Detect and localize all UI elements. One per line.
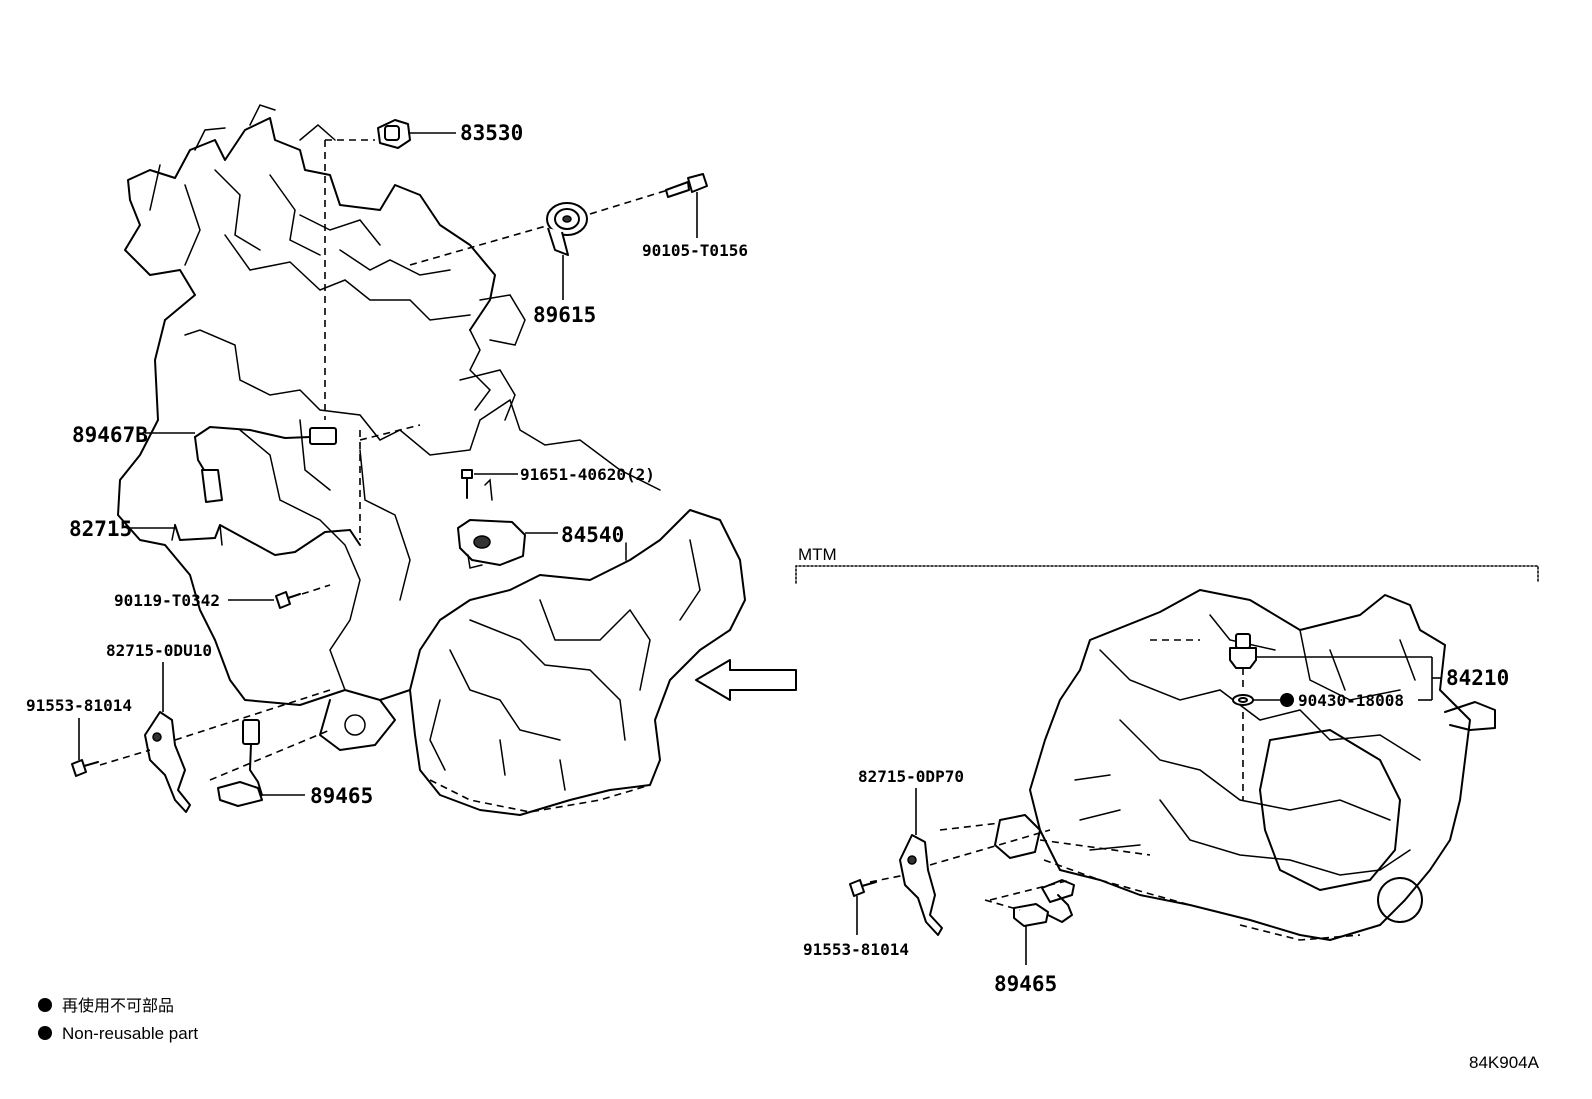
label-84540: 84540 [561,523,624,547]
legend: 再使用不可部品 Non-reusable part [38,996,198,1043]
label-82715-0du10: 82715-0DU10 [106,641,212,660]
part-89465-oxygen-sensor-right [984,879,1075,965]
label-90105-t0156: 90105-T0156 [642,241,748,260]
part-84540-neutral-start-switch [457,519,627,569]
mtm-label: MTM [798,545,837,564]
figure-code: 84K904A [1469,1053,1540,1072]
label-82715-0dp70: 82715-0DP70 [858,767,964,786]
legend-line-japanese: 再使用不可部品 [62,996,174,1015]
part-90430-18008-gasket [1232,693,1294,707]
part-82715-0du10-bracket [99,662,331,813]
label-91651-40620: 91651-40620(2) [520,465,655,484]
legend-bullet-icon-1 [38,998,52,1012]
label-84210: 84210 [1446,666,1509,690]
label-89465-left: 89465 [310,784,373,808]
label-83530: 83530 [460,121,523,145]
view-arrow-icon [695,659,797,701]
part-83530-oil-pressure-switch [377,119,456,149]
engine-transaxle-illustration [117,104,746,816]
label-89615: 89615 [533,303,596,327]
label-90119-t0342: 90119-T0342 [114,591,220,610]
part-82715-wire-harness [130,524,361,556]
legend-bullet-icon-2 [38,1026,52,1040]
part-84210-back-up-lamp-switch [1229,633,1442,800]
part-89615-knock-sensor [409,189,669,300]
legend-line-english: Non-reusable part [62,1024,198,1043]
part-91553-81014-bolt-left [71,718,99,777]
manual-transmission-illustration [939,589,1496,941]
part-89465-oxygen-sensor-left [209,719,331,807]
part-91651-40620-bolt [461,469,518,501]
part-89467b-air-fuel-ratio-sensor [145,426,337,503]
part-91553-81014-bolt-right [849,879,877,935]
label-91553-81014-right: 91553-81014 [803,940,909,959]
non-reusable-marker [1280,693,1294,707]
label-82715: 82715 [69,517,132,541]
mtm-bracket [795,565,1539,584]
label-89467b: 89467B [72,423,148,447]
label-89465-right: 89465 [994,972,1057,996]
label-91553-81014-left: 91553-81014 [26,696,132,715]
part-90119-t0342-bolt [228,584,331,609]
label-90430-18008: 90430-18008 [1298,691,1404,710]
part-82715-0dp70-bracket [869,788,1051,936]
part-90105-t0156-bolt [665,173,708,238]
